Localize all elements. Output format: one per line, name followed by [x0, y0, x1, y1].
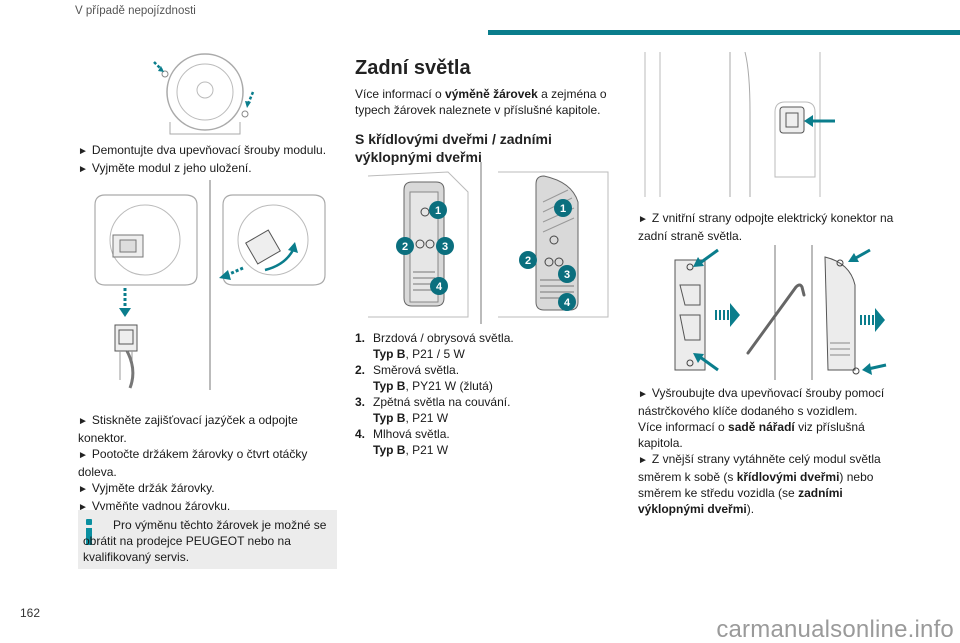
step-arrow-icon: ►: [638, 389, 648, 400]
tool-kit-reference: Více informací o sadě nářadí viz přísluš…: [638, 420, 865, 450]
step-arrow-icon: ►: [78, 164, 88, 175]
section-subtitle: S křídlovými dveřmi / zadními výklopnými…: [355, 131, 552, 165]
callout-2-right: 2: [519, 251, 537, 269]
step-arrow-icon: ►: [638, 214, 648, 225]
svg-text:1: 1: [560, 203, 566, 215]
info-icon: [85, 519, 93, 545]
callout-3-right: 3: [558, 265, 576, 283]
legend-item-brake: 1.Brzdová / obrysová světla.Typ B, P21 /…: [355, 331, 514, 361]
svg-text:2: 2: [402, 241, 408, 253]
step-disconnect-connector: ►Stiskněte zajišťovací jazýček a odpojte…: [78, 413, 298, 445]
rear-lights-illustration: 1 2 3 4 1 2 3 4: [368, 162, 609, 324]
fog-lamp-screws-illustration: [153, 53, 255, 135]
step-replace-bulb: ►Vyměňte vadnou žárovku.: [78, 499, 231, 513]
fog-lamp-bulb-illustration: [94, 180, 326, 390]
callout-4-right: 4: [558, 293, 576, 311]
rear-connector-illustration: [644, 52, 835, 197]
svg-text:3: 3: [564, 269, 570, 281]
section-title: Zadní světla: [355, 57, 471, 79]
step-arrow-icon: ►: [78, 484, 88, 495]
step-remove-screws: ►Demontujte dva upevňovací šrouby modulu…: [78, 143, 327, 157]
step-pull-module: ►Z vnější strany vytáhněte celý modul sv…: [638, 452, 881, 516]
svg-text:4: 4: [436, 281, 443, 293]
page-number: 162: [20, 606, 41, 620]
watermark: carmanualsonline.info: [716, 616, 954, 643]
bulb-legend: 1.Brzdová / obrysová světla.Typ B, P21 /…: [355, 330, 620, 458]
header-accent-bar: [488, 30, 960, 35]
step-arrow-icon: ►: [78, 146, 88, 157]
callout-4-left: 4: [430, 277, 448, 295]
callout-1-left: 1: [429, 201, 447, 219]
legend-item-fog: 4.Mlhová světla.Typ B, P21 W: [355, 427, 450, 457]
step-remove-module: ►Vyjměte modul z jeho uložení.: [78, 161, 252, 175]
step-arrow-icon: ►: [638, 455, 648, 466]
legend-item-reverse: 3.Zpětná světla na couvání.Typ B, P21 W: [355, 395, 511, 425]
step-turn-holder: ►Pootočte držákem žárovky o čtvrt otáčky…: [78, 447, 308, 479]
callout-3-left: 3: [436, 237, 454, 255]
callout-2-left: 2: [396, 237, 414, 255]
running-title: V případě nepojízdnosti: [75, 5, 196, 17]
info-box: Pro výměnu těchto žárovek je možné se ob…: [78, 510, 337, 569]
step-remove-holder: ►Vyjměte držák žárovky.: [78, 481, 215, 495]
step-arrow-icon: ►: [78, 502, 88, 513]
info-text: Pro výměnu těchto žárovek je možné se ob…: [83, 518, 327, 564]
rear-light-removal-illustration: [674, 245, 887, 380]
svg-text:2: 2: [525, 255, 531, 267]
svg-text:3: 3: [442, 241, 448, 253]
legend-item-indicator: 2.Směrová světla.Typ B, PY21 W (žlutá): [355, 363, 493, 393]
section-intro: Více informací o výměně žárovek a zejmén…: [355, 87, 607, 117]
step-unscrew: ►Vyšroubujte dva upevňovací šrouby pomoc…: [638, 386, 885, 418]
svg-text:1: 1: [435, 205, 441, 217]
step-arrow-icon: ►: [78, 450, 88, 461]
svg-text:4: 4: [564, 297, 571, 309]
step-disconnect-rear-connector: ►Z vnitřní strany odpojte elektrický kon…: [638, 211, 894, 243]
callout-1-right: 1: [554, 199, 572, 217]
step-arrow-icon: ►: [78, 416, 88, 427]
